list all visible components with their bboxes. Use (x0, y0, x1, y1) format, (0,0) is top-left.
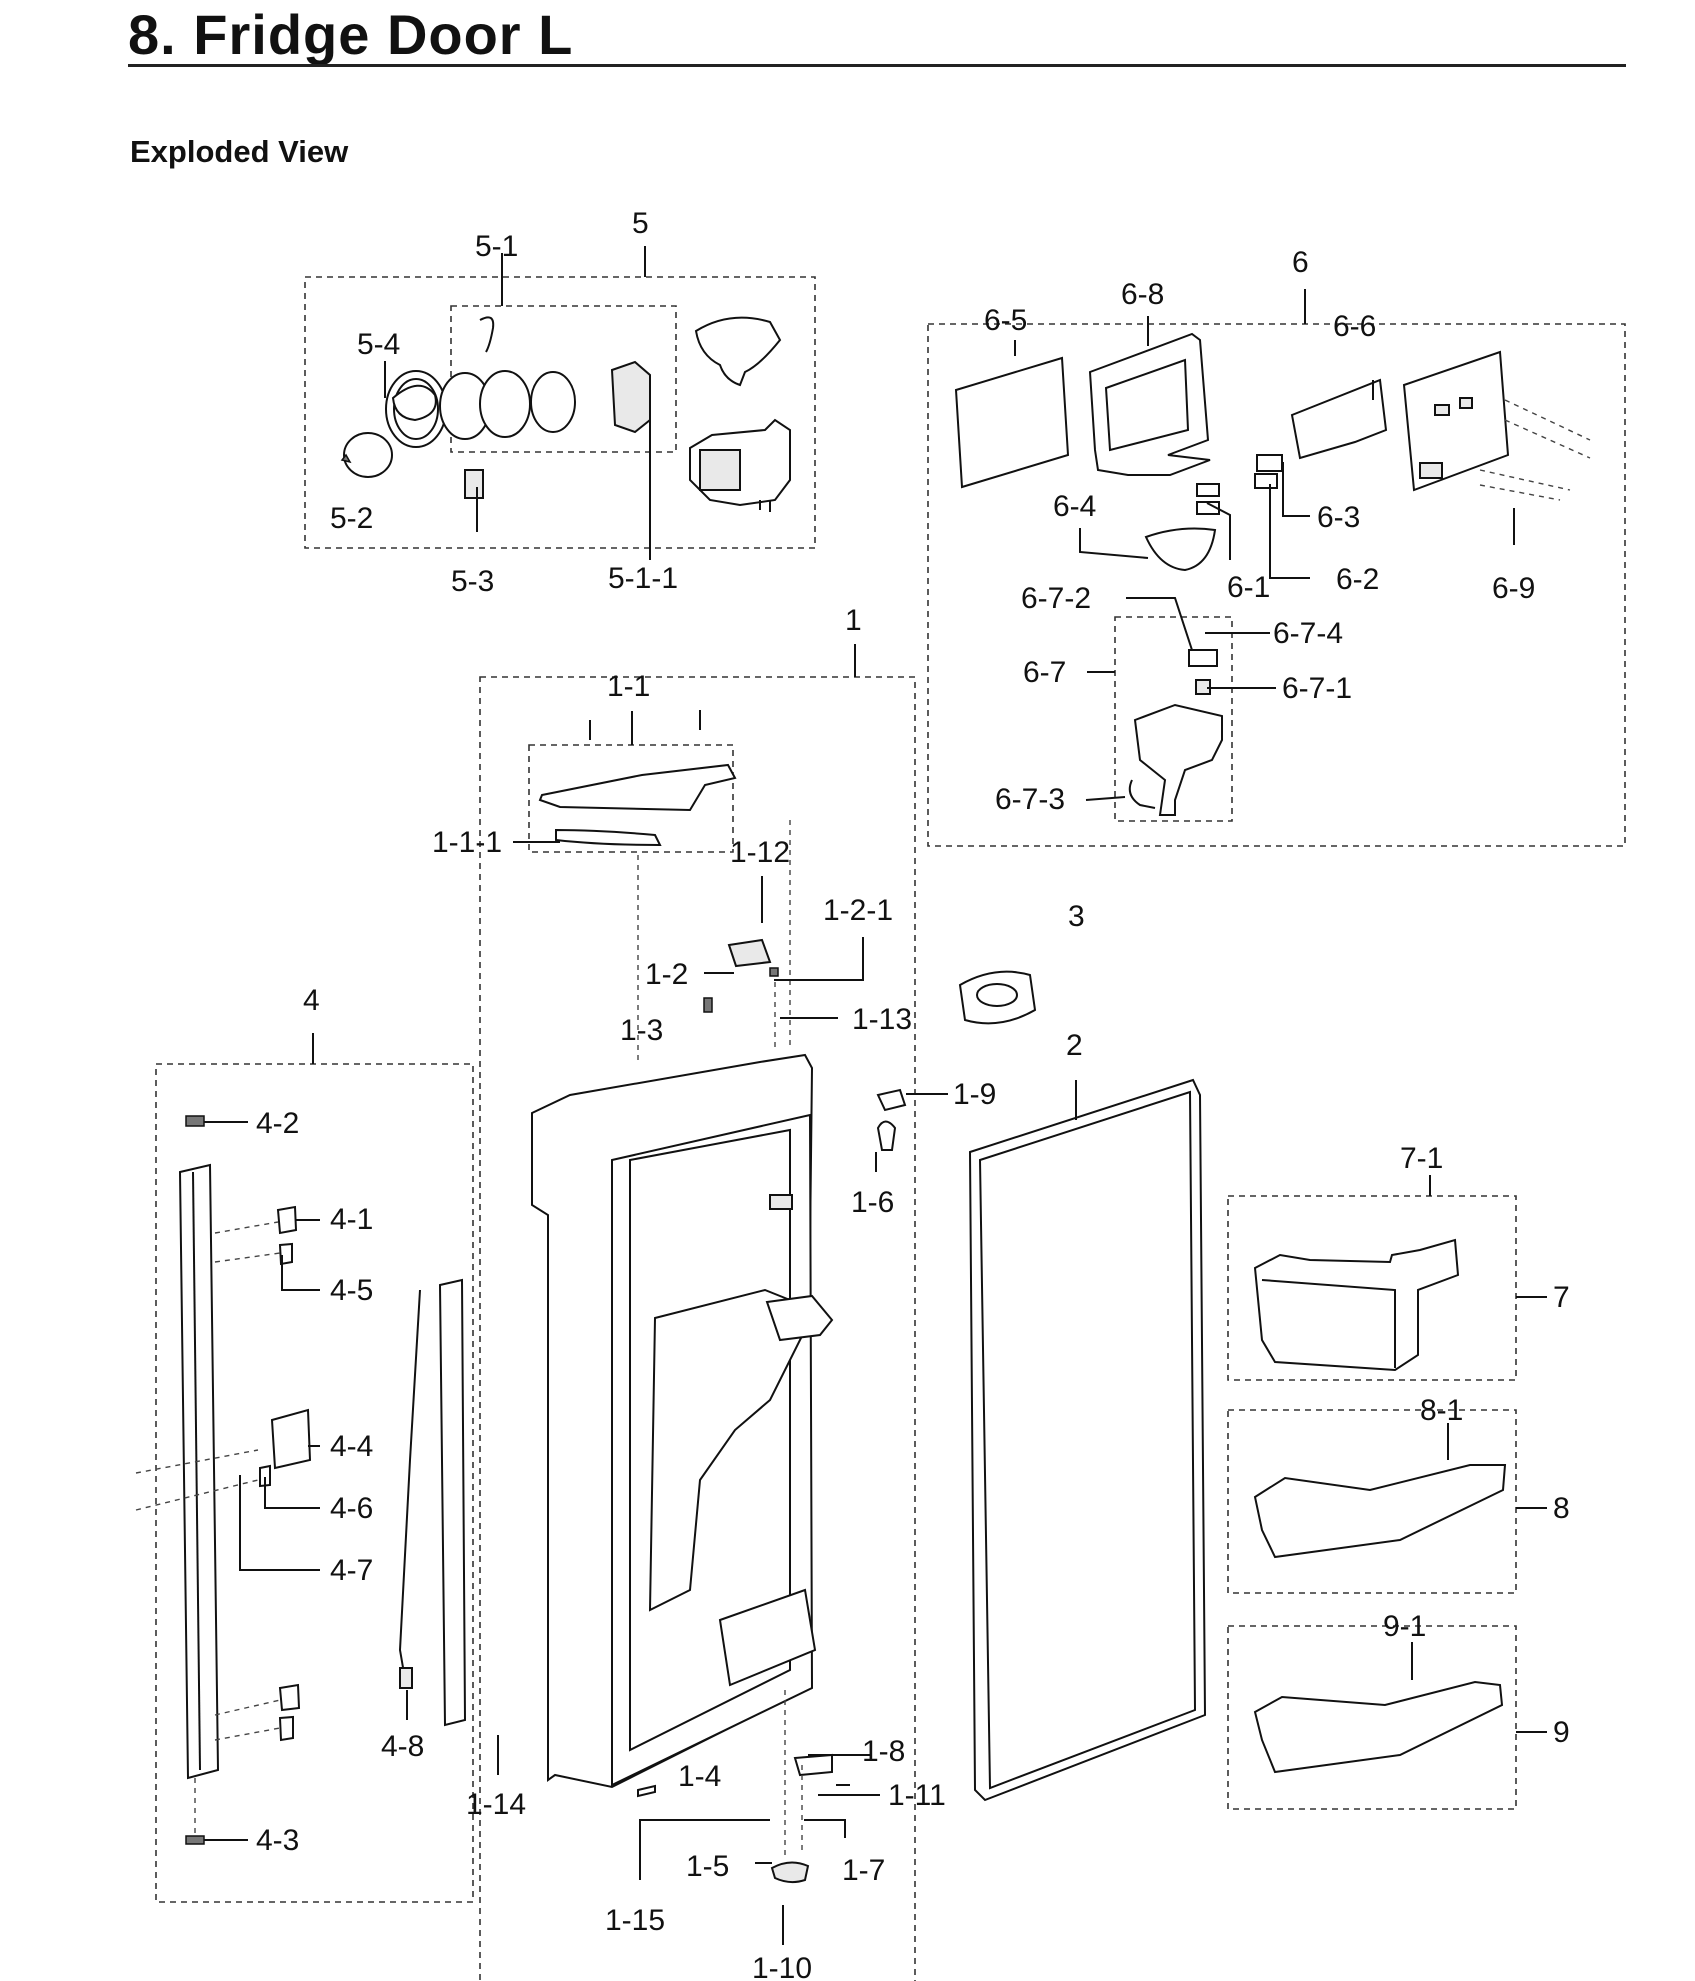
callout-5-2: 5-2 (330, 502, 373, 535)
callout-6-7: 6-7 (1023, 656, 1066, 689)
group-9-box (1227, 1625, 1517, 1810)
group-6-7-box (1114, 616, 1233, 822)
callout-8-1: 8-1 (1420, 1394, 1463, 1427)
callout-1-15: 1-15 (605, 1904, 665, 1937)
section-subtitle: Exploded View (130, 134, 349, 169)
callout-4-1: 4-1 (330, 1203, 373, 1236)
callout-1-6: 1-6 (851, 1186, 894, 1219)
group-1-box (479, 676, 916, 1981)
callout-6-6: 6-6 (1333, 310, 1376, 343)
group-5-box (304, 276, 816, 549)
page-title: 8. Fridge Door L (128, 3, 574, 66)
group-6-box (927, 323, 1626, 847)
callout-7-1: 7-1 (1400, 1142, 1443, 1175)
part-5-assembly (340, 316, 791, 512)
callout-5-4: 5-4 (357, 328, 400, 361)
callout-9-1: 9-1 (1383, 1610, 1426, 1643)
callout-8: 8 (1553, 1492, 1570, 1525)
part-6-assembly (954, 332, 1591, 816)
callout-4-3: 4-3 (256, 1824, 299, 1857)
callout-6-3: 6-3 (1317, 501, 1360, 534)
callout-labels: 5 5-1 5-4 5-2 5-3 5-1-1 6 6-8 6-5 6-6 6-… (256, 207, 1570, 1981)
callout-1-7: 1-7 (842, 1854, 885, 1887)
part-2-gasket (968, 1078, 1207, 1802)
part-8-bin (1253, 1464, 1507, 1559)
callout-6-2: 6-2 (1336, 563, 1379, 596)
callout-6-9: 6-9 (1492, 572, 1535, 605)
callout-1-10: 1-10 (752, 1952, 812, 1981)
group-7-box (1227, 1195, 1517, 1381)
callout-1-3: 1-3 (620, 1014, 663, 1047)
group-5-1-box (450, 305, 677, 453)
callout-5-1: 5-1 (475, 230, 518, 263)
callout-6-7-4: 6-7-4 (1273, 617, 1343, 650)
callout-1-13: 1-13 (852, 1003, 912, 1036)
callout-6-1: 6-1 (1227, 571, 1270, 604)
callout-7: 7 (1553, 1281, 1570, 1314)
part-1-door-assembly (531, 710, 907, 1884)
callout-1-2-1: 1-2-1 (823, 894, 893, 927)
part-9-bin (1253, 1680, 1504, 1774)
callout-4-2: 4-2 (256, 1107, 299, 1140)
callout-1-1: 1-1 (607, 670, 650, 703)
callout-1-5: 1-5 (686, 1850, 729, 1883)
callout-6-7-1: 6-7-1 (1282, 672, 1352, 705)
callout-1-8: 1-8 (862, 1735, 905, 1768)
callout-1-12: 1-12 (730, 836, 790, 869)
part-4-cap-assembly (135, 1115, 467, 1845)
title-underline (128, 64, 1626, 67)
callout-4-4: 4-4 (330, 1430, 373, 1463)
callout-6-8: 6-8 (1121, 278, 1164, 311)
group-8-box (1227, 1409, 1517, 1594)
callout-4-5: 4-5 (330, 1274, 373, 1307)
part-7-bin (1253, 1238, 1460, 1372)
callout-3: 3 (1068, 900, 1085, 933)
leader-lines (204, 246, 1547, 1945)
callout-6-7-2: 6-7-2 (1021, 582, 1091, 615)
group-4-box (155, 1063, 474, 1903)
callout-1-4: 1-4 (678, 1760, 721, 1793)
callout-1-1-1: 1-1-1 (432, 826, 502, 859)
callout-4-6: 4-6 (330, 1492, 373, 1525)
callout-1: 1 (845, 604, 862, 637)
callout-6-4: 6-4 (1053, 490, 1096, 523)
callout-2: 2 (1066, 1029, 1083, 1062)
callout-1-11: 1-11 (888, 1779, 946, 1812)
callout-4: 4 (303, 984, 320, 1017)
callout-1-2: 1-2 (645, 958, 688, 991)
callout-6-7-3: 6-7-3 (995, 783, 1065, 816)
callout-1-14: 1-14 (466, 1788, 526, 1821)
callout-9: 9 (1553, 1716, 1570, 1749)
callout-5: 5 (632, 207, 649, 240)
callout-6: 6 (1292, 246, 1309, 279)
part-3-stopper (958, 970, 1037, 1025)
callout-4-8: 4-8 (381, 1730, 424, 1763)
callout-1-9: 1-9 (953, 1078, 996, 1111)
callout-5-3: 5-3 (451, 565, 494, 598)
callout-5-1-1: 5-1-1 (608, 562, 678, 595)
callout-4-7: 4-7 (330, 1554, 373, 1587)
callout-6-5: 6-5 (984, 304, 1027, 337)
